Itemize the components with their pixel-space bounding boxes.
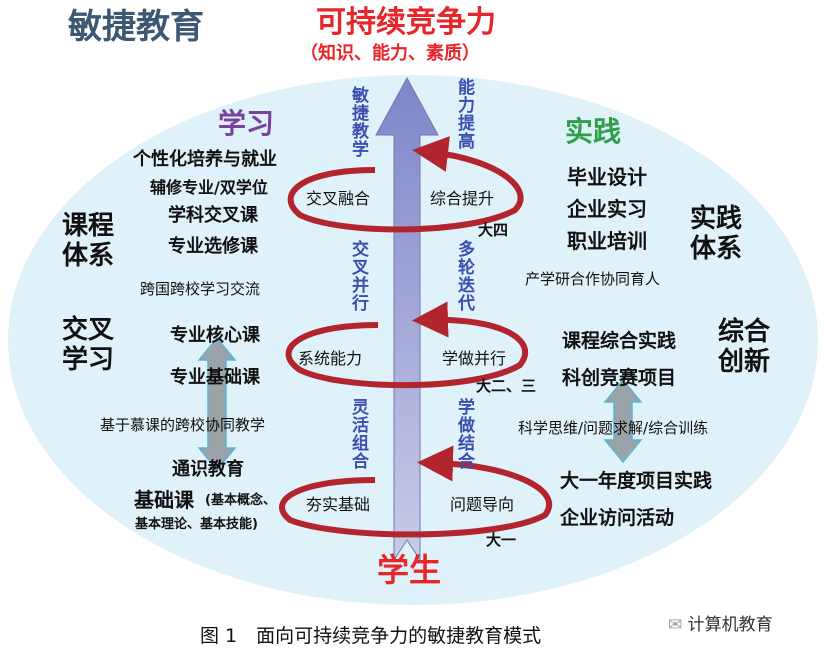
learning-item: 学科交叉课 — [168, 205, 258, 226]
diagram-title: 敏捷教育 — [68, 7, 204, 47]
central-arrow — [375, 76, 439, 562]
learning-item: 专业核心课 — [170, 325, 260, 346]
year-senior: 大四 — [478, 221, 509, 239]
loop-middle-left: 系统能力 — [298, 349, 363, 368]
learning-item: 专业选修课 — [168, 236, 258, 257]
loop-top — [287, 136, 524, 233]
axis-label-left-2: 交叉并行 — [348, 240, 368, 312]
watermark-text: 计算机教育 — [687, 615, 773, 635]
year-sophomore-junior: 大二、三 — [476, 377, 537, 395]
practice-heading: 实践 — [565, 115, 622, 148]
axis-label-right-1: 能力提高 — [454, 78, 474, 150]
basic-course-note: 基本理论、基本技能) — [135, 517, 258, 532]
learning-item: 基于慕课的跨校协同教学 — [100, 416, 266, 434]
loop-middle-right: 学做并行 — [442, 349, 507, 368]
practice-item: 职业培训 — [567, 229, 647, 253]
double-arrow-learning — [197, 336, 237, 472]
practice-item: 大一年度项目实践 — [560, 470, 713, 492]
wechat-icon: ✉ — [668, 615, 688, 635]
learning-item: 跨国跨校学习交流 — [140, 280, 261, 298]
loop-top-left: 交叉融合 — [306, 189, 371, 208]
basic-course-note: (基本概念、 — [205, 493, 276, 508]
learning-item: 专业基础课 — [170, 367, 260, 388]
course-system-label: 课程 体系 — [62, 211, 115, 271]
axis-label-right-2: 多轮迭代 — [454, 240, 474, 312]
learning-item: 个性化培养与就业 — [133, 149, 277, 170]
practice-item: 毕业设计 — [567, 165, 647, 189]
practice-item: 科创竞赛项目 — [562, 367, 677, 389]
practice-item: 产学研合作协同育人 — [525, 270, 661, 288]
axis-label-left-3: 灵活组合 — [348, 398, 368, 470]
loop-bottom-left: 夯实基础 — [306, 495, 371, 514]
learning-item: 基础课 — [134, 488, 194, 512]
innovation-label: 综合 创新 — [718, 317, 771, 377]
practice-item: 企业实习 — [567, 197, 647, 221]
practice-item: 企业访问活动 — [560, 507, 675, 529]
loop-bottom — [279, 445, 553, 538]
loop-middle — [285, 301, 529, 389]
watermark: ✉ 计算机教育 — [668, 615, 773, 636]
practice-item: 科学思维/问题求解/综合训练 — [518, 419, 709, 437]
student-label: 学生 — [377, 551, 442, 589]
loop-top-right: 综合提升 — [430, 189, 495, 208]
practice-item: 课程综合实践 — [562, 330, 677, 352]
learning-heading: 学习 — [218, 107, 275, 140]
goal-subtitle: （知识、能力、素质） — [300, 43, 480, 64]
figure-caption: 图 1 面向可持续竞争力的敏捷教育模式 — [200, 625, 542, 647]
learning-item: 辅修专业/双学位 — [150, 178, 268, 197]
cross-learning-label: 交叉 学习 — [62, 315, 115, 375]
goal-title: 可持续竞争力 — [316, 5, 496, 40]
year-freshman: 大一 — [486, 531, 517, 549]
axis-label-right-3: 学做结合 — [454, 398, 474, 470]
double-arrow-practice — [603, 378, 643, 464]
axis-label-left-1: 敏捷教学 — [348, 86, 368, 158]
loop-bottom-right: 问题导向 — [450, 495, 515, 514]
learning-item: 通识教育 — [172, 459, 244, 480]
practice-system-label: 实践 体系 — [690, 204, 743, 264]
